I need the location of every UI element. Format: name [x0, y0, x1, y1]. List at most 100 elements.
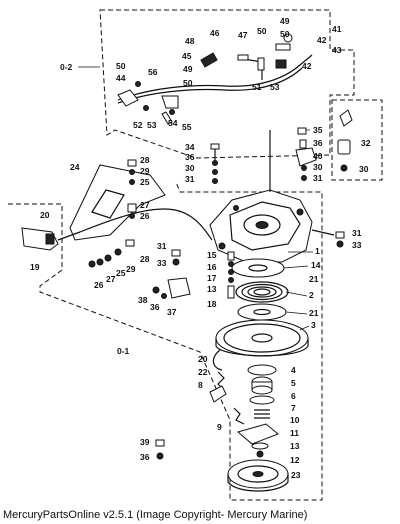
label-27: 27: [106, 274, 116, 284]
option-1-outline: [8, 181, 323, 501]
label-47: 47: [238, 30, 248, 40]
label-33: 33: [157, 258, 167, 268]
label-1: 1: [315, 246, 320, 256]
parts-diagram: 0-2 49 50 41 42 43 48 46 47 50 45 42 50 …: [8, 9, 383, 501]
inset-box: [331, 99, 383, 181]
bracket: [69, 164, 166, 241]
label-29: 29: [126, 264, 136, 274]
retainer-plate: [236, 423, 279, 445]
washer: [231, 258, 285, 278]
label-18: 18: [207, 299, 217, 309]
pawl-return-spring: [233, 407, 245, 425]
rope-pulley: [215, 319, 309, 357]
label-6: 6: [291, 391, 296, 401]
label-28: 28: [140, 155, 150, 165]
option-2-label: 0-2: [60, 62, 73, 72]
label-36: 36: [140, 452, 150, 462]
label-30: 30: [313, 162, 323, 172]
label-2: 2: [309, 290, 314, 300]
label-4: 4: [291, 365, 296, 375]
label-26: 26: [140, 211, 150, 221]
option-1-label: 0-1: [117, 346, 130, 356]
friction-spring: [254, 409, 270, 419]
label-33: 33: [352, 240, 362, 250]
label-48: 48: [185, 36, 195, 46]
label-31: 31: [313, 173, 323, 183]
label-25: 25: [116, 268, 126, 278]
label-20: 20: [40, 210, 50, 220]
label-27: 27: [140, 200, 150, 210]
label-36: 36: [150, 302, 160, 312]
label-8: 8: [198, 380, 203, 390]
label-40: 40: [313, 151, 323, 161]
label-10: 10: [290, 415, 300, 425]
rewind-spring: [235, 281, 289, 303]
label-56: 56: [148, 67, 158, 77]
label-16: 16: [207, 262, 217, 272]
label-15: 15: [207, 250, 217, 260]
label-21: 21: [309, 274, 319, 284]
label-42: 42: [317, 35, 327, 45]
label-37: 37: [167, 307, 177, 317]
label-36: 36: [313, 138, 323, 148]
label-32: 32: [361, 138, 371, 148]
label-24: 24: [70, 162, 80, 172]
label-29: 29: [140, 166, 150, 176]
label-31: 31: [185, 174, 195, 184]
label-13: 13: [290, 441, 300, 451]
cable-end-clip: [275, 59, 287, 69]
label-38: 38: [138, 295, 148, 305]
label-13: 13: [207, 284, 217, 294]
label-39: 39: [140, 437, 150, 447]
label-55: 55: [182, 122, 192, 132]
label-12: 12: [290, 455, 300, 465]
label-5: 5: [291, 378, 296, 388]
label-43: 43: [332, 45, 342, 55]
label-25: 25: [140, 177, 150, 187]
label-19: 19: [30, 262, 40, 272]
option-2-outline: [99, 9, 355, 159]
label-54: 54: [168, 118, 178, 128]
label-21: 21: [309, 308, 319, 318]
label-31: 31: [157, 241, 167, 251]
cable: [117, 54, 313, 101]
label-50: 50: [257, 26, 267, 36]
label-11: 11: [290, 428, 299, 438]
cable-clip: [200, 52, 218, 68]
label-53: 53: [147, 120, 157, 130]
label-9: 9: [217, 422, 222, 432]
label-20: 20: [198, 354, 208, 364]
label-3: 3: [311, 320, 316, 330]
label-14: 14: [311, 260, 321, 270]
label-52: 52: [133, 120, 143, 130]
label-31: 31: [352, 228, 362, 238]
label-53: 53: [270, 82, 280, 92]
label-7: 7: [291, 403, 296, 413]
label-50: 50: [116, 61, 126, 71]
label-17: 17: [207, 273, 217, 283]
label-22: 22: [198, 367, 208, 377]
label-42: 42: [302, 61, 312, 71]
label-35: 35: [313, 125, 323, 135]
label-34: 34: [185, 142, 195, 152]
label-50: 50: [280, 29, 290, 39]
label-23: 23: [291, 470, 301, 480]
label-49: 49: [183, 64, 193, 74]
lockout-bracket: [167, 277, 191, 299]
label-49: 49: [280, 16, 290, 26]
label-36: 36: [185, 152, 195, 162]
label-50: 50: [183, 78, 193, 88]
label-51: 51: [252, 82, 262, 92]
label-28: 28: [140, 254, 150, 264]
label-30: 30: [359, 164, 369, 174]
label-30: 30: [185, 163, 195, 173]
label-41: 41: [332, 24, 342, 34]
copyright-footer: MercuryPartsOnline v2.5.1 (Image Copyrig…: [3, 509, 308, 521]
pawl: [209, 385, 227, 403]
throttle-lever: [117, 89, 139, 107]
label-45: 45: [182, 51, 192, 61]
label-44: 44: [116, 73, 126, 83]
starter-rope: [79, 208, 213, 241]
label-46: 46: [210, 28, 220, 38]
label-26: 26: [94, 280, 104, 290]
